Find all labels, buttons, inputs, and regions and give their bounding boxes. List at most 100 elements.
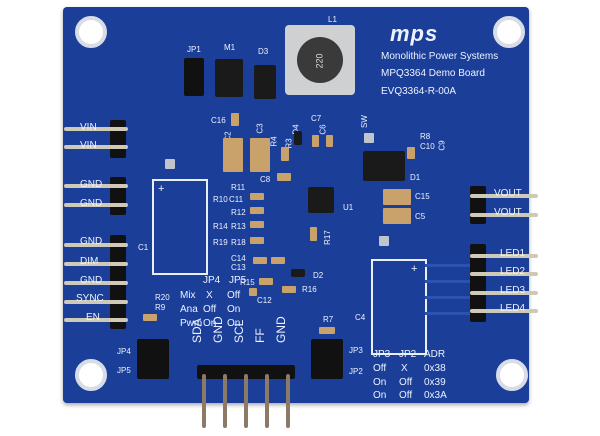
jumper-JP1: [184, 58, 204, 96]
capacitor-C3: [250, 138, 270, 172]
ic-U1: [308, 187, 334, 213]
jp-right-header-1: JP3: [373, 349, 391, 360]
label-C13: C13: [231, 263, 246, 272]
label-C15: C15: [415, 192, 430, 201]
connector-vout[interactable]: [470, 186, 486, 224]
label-L1: L1: [328, 15, 337, 24]
right-label-led1: LED1: [500, 248, 526, 259]
pin-led-3: [470, 291, 538, 295]
label-C9: C9: [437, 140, 447, 151]
label-R14: R14: [213, 222, 228, 231]
label-C7: C7: [311, 114, 322, 123]
label-D1: D1: [410, 173, 421, 182]
inductor-core: [297, 37, 343, 83]
label-C10: C10: [420, 142, 435, 151]
jp-right-r3c2: Off: [399, 390, 413, 401]
jp-left-r2c2: Off: [203, 304, 217, 315]
right-label-led4: LED4: [500, 303, 526, 314]
label-C11: C11: [229, 195, 244, 204]
pin-vin-1: [64, 127, 128, 131]
header-i2c-connector[interactable]: [197, 365, 295, 379]
capacitor-C15: [383, 189, 411, 205]
c4-plus-sign: +: [411, 263, 418, 275]
jp-left-r3c3: On: [227, 318, 241, 329]
pin-ctrl-2: [64, 262, 128, 266]
jp-left-header-1: JP4: [203, 275, 221, 286]
jp-right-header-3: ADR: [424, 349, 446, 360]
connector-gnd-top[interactable]: [110, 177, 126, 215]
capacitor-C4: +: [371, 259, 427, 355]
pin-gnd-b2: [286, 374, 290, 428]
left-label-gnd-1: GND: [80, 179, 103, 190]
testpoint-c1: [165, 159, 175, 169]
mounting-hole-bottom-right: [496, 359, 528, 391]
pin-ctrl-3: [64, 281, 128, 285]
brand-line3: EVQ3364-R-00A: [381, 86, 457, 97]
left-label-en: EN: [86, 312, 100, 323]
jp-right-r2c1: On: [373, 377, 387, 388]
mounting-hole-top-right: [493, 16, 525, 48]
mosfet-M1: [215, 59, 243, 97]
resistor-R12: [250, 207, 264, 214]
capacitor-C13: [253, 257, 267, 264]
label-SW: SW: [359, 115, 369, 128]
label-JP1: JP1: [187, 45, 201, 54]
label-C4: C4: [355, 313, 366, 322]
label-JP5: JP5: [117, 366, 131, 375]
label-R10: R10: [213, 195, 228, 204]
capacitor-C16: [231, 113, 239, 126]
resistor-R13: [250, 221, 264, 228]
label-R20: R20: [155, 293, 170, 302]
connector-led[interactable]: [470, 244, 486, 322]
jp-right-r1c1: Off: [373, 363, 387, 374]
resistor-R9: [143, 314, 157, 321]
jp-left-header-2: JP5: [229, 275, 247, 286]
capacitor-C8: [277, 173, 291, 181]
testpoint-SW: [364, 133, 374, 143]
connector-vin[interactable]: [110, 120, 126, 158]
left-label-gnd-4: GND: [80, 275, 103, 286]
label-JP2: JP2: [349, 367, 363, 376]
label-C16: C16: [211, 116, 226, 125]
left-label-dim: DIM: [80, 256, 99, 267]
pin-led-2: [470, 272, 538, 276]
diode-D3: [254, 65, 276, 99]
pin-gnd-1: [64, 184, 128, 188]
label-M1: M1: [224, 43, 236, 52]
resistor-R11: [250, 193, 264, 200]
label-D2: D2: [313, 271, 324, 280]
capacitor-C6: [312, 135, 319, 147]
inductor-marking: 220: [314, 53, 325, 69]
label-R17: R17: [322, 230, 332, 245]
left-label-gnd-2: GND: [80, 198, 103, 209]
pin-vout-1: [470, 194, 538, 198]
jp-left-r1c1: Mix: [180, 290, 196, 301]
trace-led2: [425, 280, 481, 283]
pin-ctrl-5: [64, 318, 128, 322]
label-C5: C5: [415, 212, 426, 221]
jp-left-r2c3: On: [227, 304, 241, 315]
jp-right-r2c3: 0x39: [424, 377, 446, 388]
pcb-board: mps Monolithic Power Systems MPQ3364 Dem…: [63, 7, 529, 403]
resistor-R18: [250, 237, 264, 244]
jp-left-r1c3: Off: [227, 290, 241, 301]
testpoint-vout: [379, 236, 389, 246]
diode-D1: [363, 151, 405, 181]
label-R13: R13: [231, 222, 246, 231]
label-D3: D3: [258, 47, 269, 56]
resistor-R7: [319, 327, 335, 334]
jp-right-r1c3: 0x38: [424, 363, 446, 374]
jumper-JP3-JP2[interactable]: [311, 339, 343, 379]
pin-ctrl-1: [64, 243, 128, 247]
label-R19: R19: [213, 238, 228, 247]
jumper-JP4-JP5[interactable]: [137, 339, 169, 379]
label-R9: R9: [155, 303, 166, 312]
label-C14: C14: [231, 254, 246, 263]
pin-gnd-2: [64, 203, 128, 207]
brand-line1: Monolithic Power Systems: [381, 51, 499, 62]
jp-right-header-2: JP2: [399, 349, 417, 360]
label-R7: R7: [323, 315, 334, 324]
pin-vin-2: [64, 145, 128, 149]
jp-left-r1c2: X: [206, 290, 213, 301]
pin-gnd-b1: [223, 374, 227, 428]
